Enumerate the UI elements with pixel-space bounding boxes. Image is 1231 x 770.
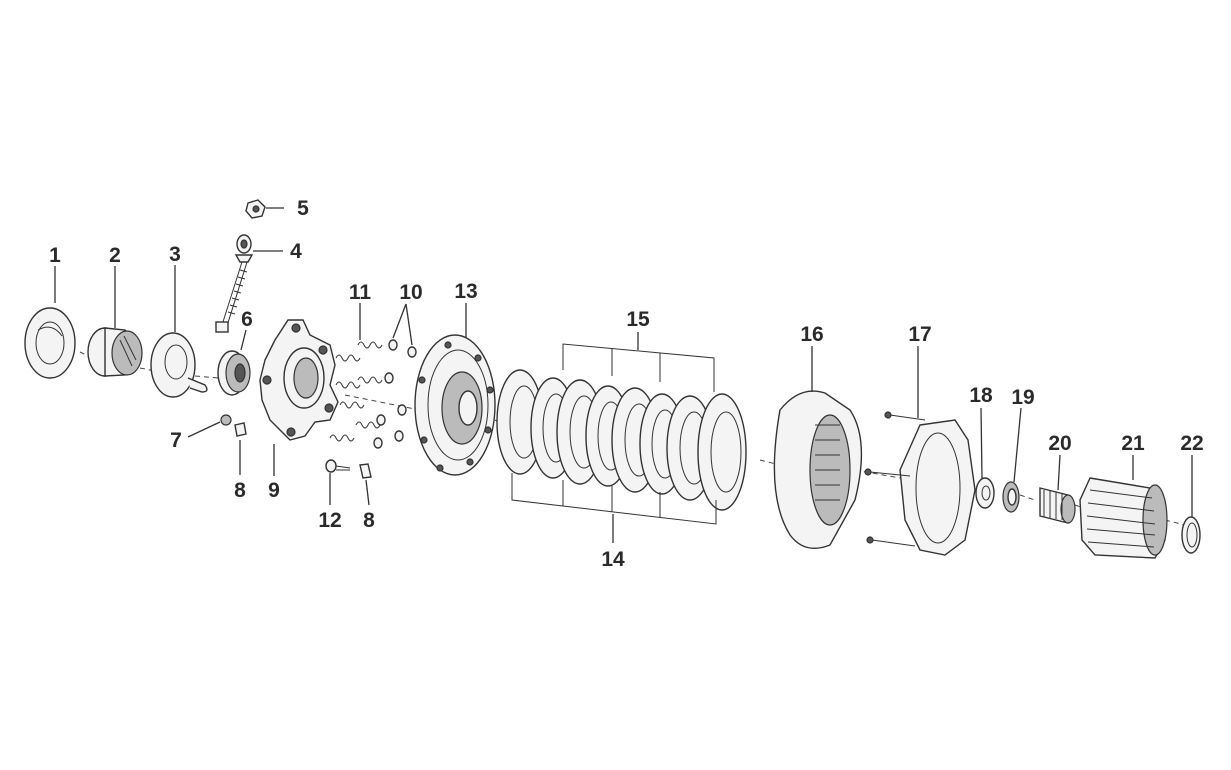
part-1-plate bbox=[24, 307, 76, 379]
leader-lines bbox=[54, 207, 1193, 543]
callout-9: 9 bbox=[268, 479, 280, 502]
callout-14: 14 bbox=[601, 548, 625, 571]
part-12-bolt bbox=[325, 459, 351, 473]
callout-7: 7 bbox=[170, 429, 182, 452]
part-8-tab-left bbox=[234, 422, 247, 437]
part-7-nut bbox=[220, 414, 232, 426]
part-8-tab-right bbox=[359, 463, 372, 479]
part-10-washers bbox=[373, 339, 417, 449]
part-20-needle-bearing bbox=[1039, 487, 1076, 524]
part-13-drum bbox=[414, 334, 496, 476]
part-4-screw bbox=[215, 234, 254, 333]
callout-labels: 1 2 3 4 5 6 7 8 9 10 11 12 8 13 14 15 16… bbox=[49, 197, 1204, 571]
callout-22: 22 bbox=[1180, 432, 1203, 455]
callout-19: 19 bbox=[1011, 386, 1034, 409]
part-14-15-discs bbox=[496, 369, 747, 511]
part-22-snap-ring bbox=[1181, 516, 1201, 554]
part-18-washer bbox=[975, 477, 995, 509]
callout-17: 17 bbox=[908, 323, 931, 346]
callout-18: 18 bbox=[969, 384, 993, 407]
callout-4: 4 bbox=[290, 240, 302, 263]
callout-12: 12 bbox=[318, 509, 341, 532]
part-16-hub bbox=[773, 390, 863, 549]
callout-13: 13 bbox=[454, 280, 477, 303]
part-9-pressure-plate bbox=[259, 319, 339, 441]
callout-10: 10 bbox=[399, 281, 422, 304]
callout-20: 20 bbox=[1048, 432, 1071, 455]
bracket-15 bbox=[562, 343, 715, 392]
part-17-hub-plate bbox=[864, 411, 976, 556]
part-5-nut bbox=[245, 199, 266, 219]
callout-21: 21 bbox=[1121, 432, 1145, 455]
callout-1: 1 bbox=[49, 244, 61, 267]
callout-8-right: 8 bbox=[363, 509, 375, 532]
callout-2: 2 bbox=[109, 244, 121, 267]
callout-16: 16 bbox=[800, 323, 823, 346]
part-3-lockwasher bbox=[150, 332, 208, 398]
callout-8-left: 8 bbox=[234, 479, 246, 502]
bracket-14 bbox=[511, 473, 717, 525]
callout-15: 15 bbox=[626, 308, 650, 331]
callout-3: 3 bbox=[169, 243, 181, 266]
part-11-springs bbox=[329, 341, 383, 442]
part-2-nut bbox=[87, 327, 143, 377]
callout-11: 11 bbox=[349, 281, 372, 304]
part-21-gear bbox=[1079, 477, 1168, 559]
callout-5: 5 bbox=[297, 197, 309, 220]
part-6-bearing bbox=[217, 350, 251, 396]
callout-6: 6 bbox=[241, 308, 253, 331]
part-19-thrust-washer bbox=[1002, 481, 1020, 513]
